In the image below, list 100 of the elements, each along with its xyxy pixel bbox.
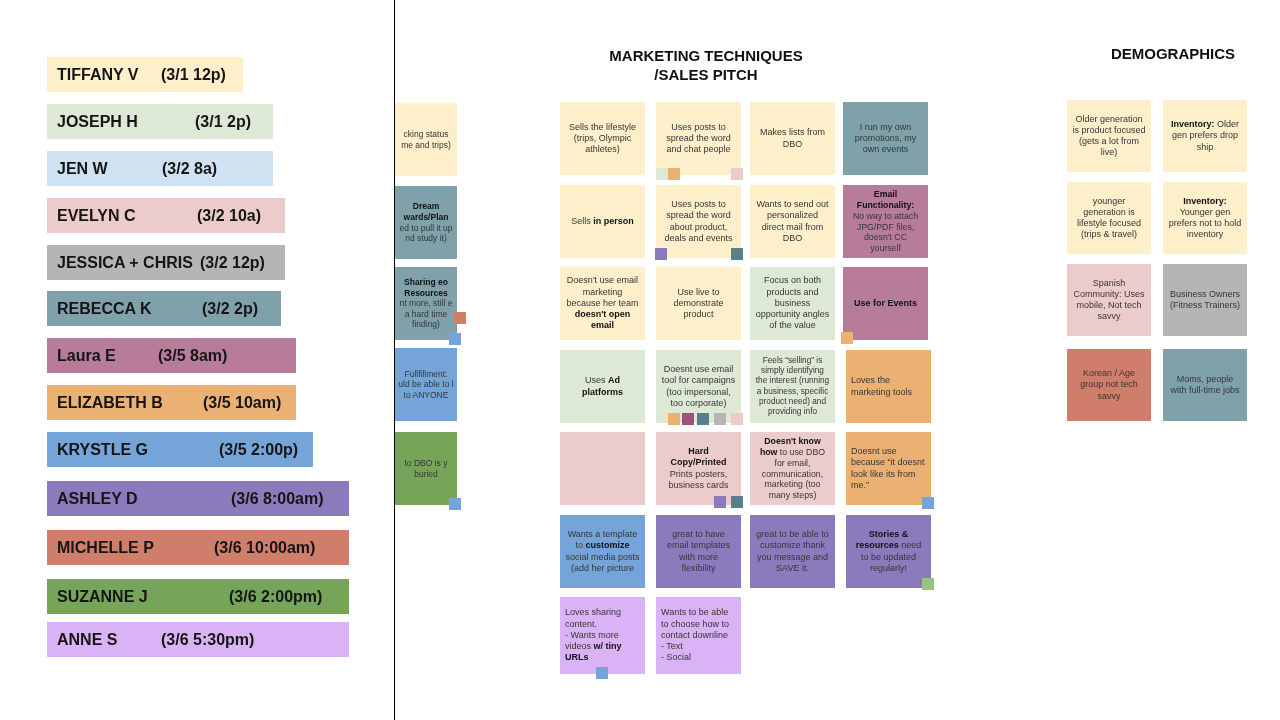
sticky-note (560, 515, 645, 588)
sticky-note (846, 432, 931, 505)
sticky-note (750, 432, 835, 505)
participant-bar (47, 622, 349, 657)
sticky-note (1163, 182, 1247, 254)
section-heading: DEMOGRAPHICS (1109, 44, 1237, 63)
note-text: great to be able to customize thank you message and SAVE it. (755, 529, 830, 574)
participant-bar (47, 579, 349, 614)
sticky-note (395, 186, 457, 259)
note-text: cking status me and trips) (400, 128, 452, 151)
note-text: great to have email templates with more flexibility (666, 529, 731, 574)
sticky-note (560, 267, 645, 340)
note-text: Spanish Community: Uses mobile, Not tech savvy (1072, 277, 1146, 323)
session-date: (3/6 10:00am) (214, 538, 316, 557)
participant-bar (47, 151, 273, 186)
note-text: Doesnt use email tool for campaigns (too impersonal, too corporate) (661, 364, 736, 409)
participant-name: MICHELLE P (57, 538, 154, 557)
participant-bar (47, 104, 273, 139)
note-heading: Sharing eo Resources (403, 276, 449, 299)
note-text: Makes lists from DBO (759, 127, 826, 150)
note-text: Focus on both products and business opportunity angles of the value (755, 275, 830, 332)
note-text: Younger gen prefers not to hold inventory (1168, 206, 1242, 241)
session-date: (3/2 2p) (202, 299, 258, 318)
note-text: Uses Ad platforms (581, 375, 624, 398)
session-date: (3/2 10a) (197, 206, 262, 225)
sticky-note (656, 597, 741, 674)
note-text: Business Owners (Fitness Trainers) (1169, 288, 1241, 312)
note-text: Wants a template to customize social media posts (add her picture (565, 529, 640, 574)
note-heading: Hard Copy/Printed (669, 446, 728, 469)
participant-name: ANNE S (57, 630, 118, 649)
note-text: Prints posters, business cards (667, 468, 730, 491)
note-text: Stories & resources need to be updated regularly! (854, 529, 923, 574)
sticky-note (843, 267, 928, 340)
participant-bar (47, 385, 296, 420)
note-text: Wants to send out personalized direct mail from DBO (755, 199, 830, 244)
note-text: - Wants more videos w/ tiny URLs (565, 629, 623, 664)
sticky-note (846, 515, 931, 588)
note-text: younger generation is lifestyle focused (trips & travel) (1075, 195, 1142, 241)
participant-name: REBECCA K (57, 299, 152, 318)
note-text: Feels “selling” is simply identifying the interest (running a business, specific product need) and providing info (755, 355, 830, 418)
note-text: Fullfillment: uld be able to l to ANYONE (398, 368, 454, 401)
note-heading: Email Functionality: (855, 188, 916, 211)
participant-name: JOSEPH H (57, 112, 138, 131)
note-text: Sells in person (571, 215, 634, 228)
participant-name: ASHLEY D (57, 489, 138, 508)
sticky-note (656, 515, 741, 588)
sticky-note (656, 267, 741, 340)
note-heading: Dream wards/Plan (402, 201, 450, 223)
sticky-note (560, 102, 645, 175)
sticky-note (560, 432, 645, 505)
participant-name: TIFFANY V (57, 65, 139, 84)
sticky-note (1067, 264, 1151, 336)
participant-name: ELIZABETH B (57, 393, 163, 412)
sticky-note (656, 432, 741, 505)
note-text: No way to attach JPG/PDF files, doesn't CC yourself (851, 210, 920, 255)
participant-bar (47, 530, 349, 565)
sticky-note (750, 102, 835, 175)
session-date: (3/1 2p) (195, 112, 251, 131)
sticky-note (395, 348, 457, 421)
sticky-note (1067, 349, 1151, 421)
note-text: Loves sharing content. (565, 607, 623, 630)
note-text: nt more, still e a hard time finding) (398, 298, 454, 331)
session-date: (3/2 12p) (200, 253, 265, 272)
sticky-note (395, 103, 457, 176)
session-date: (3/2 8a) (162, 159, 218, 178)
participant-name: Laura E (57, 346, 116, 365)
sticky-note (750, 515, 835, 588)
note-text: Uses posts to spread the word and chat people (665, 121, 732, 156)
note-text: Older generation is product focused (gets a lot from live) (1072, 113, 1146, 159)
session-date: (3/6 5:30pm) (161, 630, 255, 649)
note-text: Sells the lifestyle (trips, Olympic athletes) (568, 121, 637, 156)
sticky-note (1067, 100, 1151, 172)
note-text: - Social (661, 652, 691, 664)
participant-name: JEN W (57, 159, 108, 178)
note-text: Doesn't use email marketing because her team doesn't open email (565, 275, 640, 332)
participant-bar (47, 57, 243, 92)
participant-name: SUZANNE J (57, 587, 148, 606)
session-date: (3/5 2:00p) (219, 440, 299, 459)
session-date: (3/1 12p) (161, 65, 226, 84)
note-text: Korean / Age group not tech savvy (1079, 368, 1139, 402)
participant-bar (47, 481, 349, 516)
note-heading: Use for Events (854, 297, 917, 310)
sticky-note (1067, 182, 1151, 254)
session-date: (3/5 8am) (158, 346, 228, 365)
session-date: (3/5 10am) (203, 393, 282, 412)
section-heading: MARKETING TECHNIQUES /SALES PITCH (608, 46, 804, 84)
sticky-note (1163, 264, 1247, 336)
note-text: Moms, people with full-time jobs (1169, 373, 1241, 397)
note-text: to DBO is y buried (403, 457, 449, 480)
sticky-note (843, 185, 928, 258)
sticky-note (846, 350, 931, 423)
sticky-note (843, 102, 928, 175)
sticky-note (1163, 349, 1247, 421)
note-text: Uses posts to spread the word about product, deals and events (663, 199, 734, 244)
note-text: Loves the marketing tools (851, 375, 914, 398)
sticky-note (656, 185, 741, 258)
participant-name: KRYSTLE G (57, 440, 148, 459)
sticky-note (656, 350, 741, 423)
sticky-note (560, 185, 645, 258)
note-text: Doesn't know how to use DBO for email, communication, marketing (too many steps) (758, 435, 827, 502)
